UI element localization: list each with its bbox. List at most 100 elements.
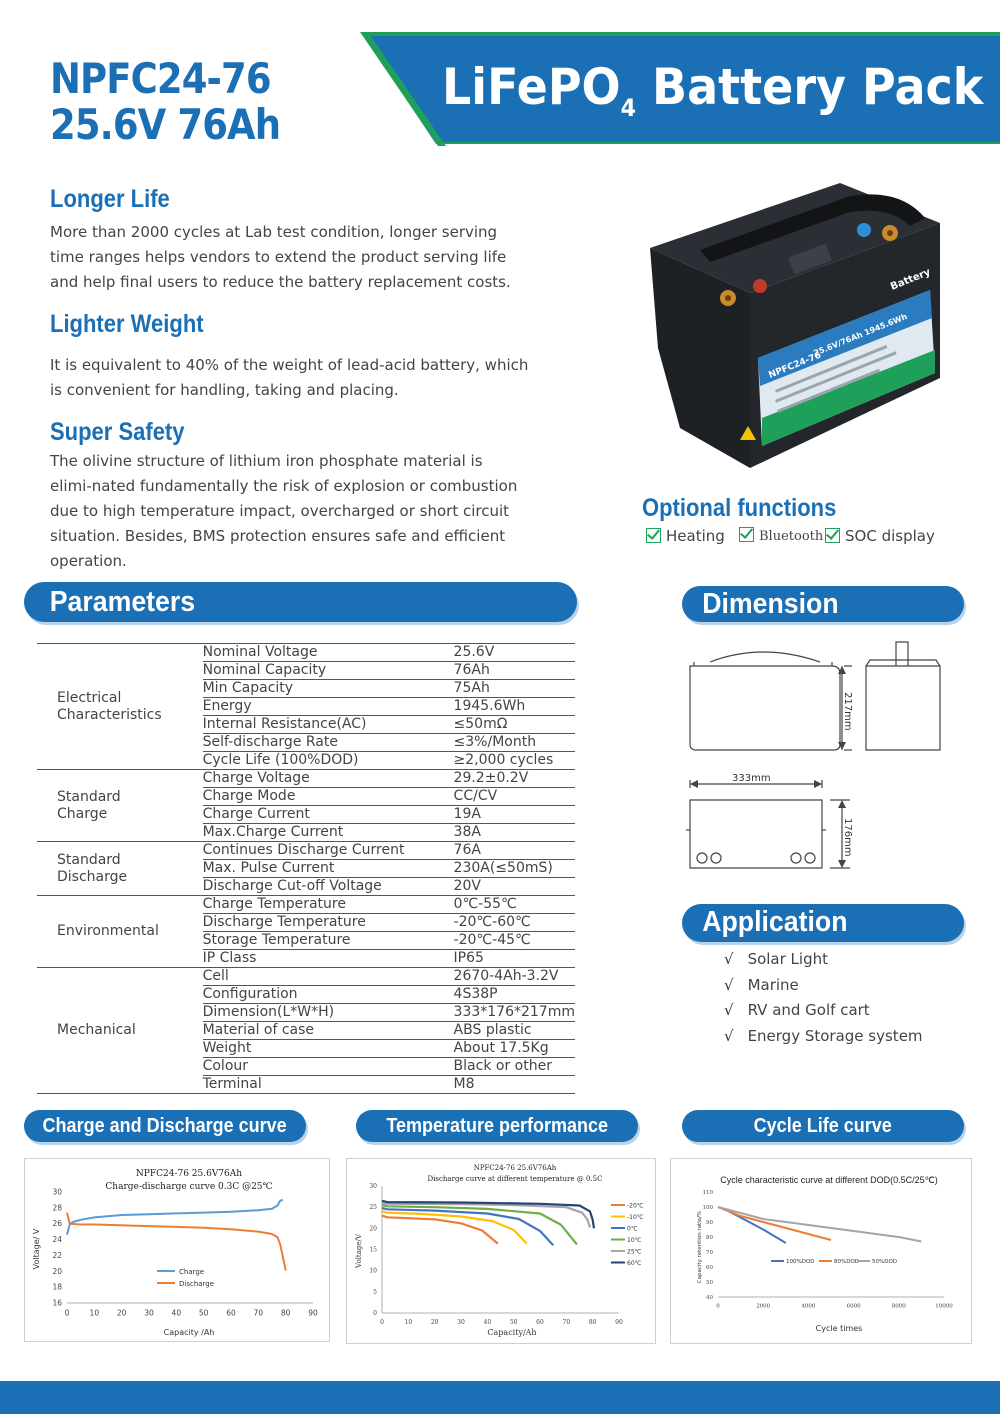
parameter-value: About 17.5Kg [453, 1039, 575, 1058]
parameter-value: 230A(≤50mS) [453, 859, 575, 878]
parameter-row: Cycle Life (100%DOD)≥2,000 cycles [37, 751, 575, 770]
parameter-name: Max. Pulse Current [202, 859, 454, 878]
parameter-value: CC/CV [453, 787, 575, 806]
x-tick-label: 60 [536, 1319, 544, 1326]
series-line-20 [381, 1214, 499, 1245]
optional-label: Bluetooth [759, 529, 824, 544]
application-item: √Energy Storage system [724, 1027, 923, 1053]
parameter-value: 25.6V [453, 643, 575, 662]
y-tick-label: 40 [706, 1295, 713, 1301]
checkbox-checked-icon [825, 528, 840, 543]
chart-box-cycle: Cycle characteristic curve at different … [670, 1158, 972, 1344]
chart-legend: 100%DOD 80%DOD 50%DOD [771, 1259, 897, 1265]
parameter-name: Material of case [202, 1021, 454, 1040]
y-tick-label: 30 [52, 1188, 62, 1197]
y-tick-label: 20 [52, 1267, 62, 1276]
x-tick-label: 6000 [847, 1304, 861, 1310]
parameter-value: 333*176*217mm [453, 1003, 575, 1022]
parameter-name: Charge Temperature [202, 895, 454, 914]
parameter-value: IP65 [453, 949, 575, 968]
parameter-category: Standard Discharge [37, 841, 203, 896]
x-tick-label: 10 [90, 1309, 100, 1318]
parameter-name: Continues Discharge Current [202, 841, 454, 860]
application-item: √Solar Light [724, 950, 923, 976]
y-tick-label: 20 [369, 1225, 377, 1232]
parameter-name: Self-discharge Rate [202, 733, 454, 752]
parameter-name: Cycle Life (100%DOD) [202, 751, 454, 770]
parameter-name: Max.Charge Current [202, 823, 454, 842]
y-tick-label: 28 [52, 1203, 62, 1212]
section-title: Application [702, 906, 848, 938]
x-tick-label: 20 [431, 1319, 439, 1326]
legend-label: 100%DOD [786, 1259, 815, 1265]
y-tick-label: 22 [52, 1251, 62, 1260]
parameter-category: Mechanical [37, 967, 203, 1094]
application-label: RV and Golf cart [747, 1001, 870, 1019]
legend-label: Discharge [179, 1280, 214, 1288]
chart-legend: -20℃-10℃0℃10℃25℃60℃ [611, 1203, 644, 1267]
dimension-drawing: 217mm 333mm 176mm [686, 641, 941, 869]
section-header-dimension: Dimension [682, 586, 964, 622]
parameter-value: -20℃-45℃ [453, 931, 575, 950]
chart-xlabel: Capacity /Ah [164, 1328, 215, 1337]
x-tick-label: 8000 [892, 1304, 906, 1310]
check-mark-icon: √ [724, 1001, 734, 1019]
footer-band [0, 1381, 1000, 1414]
parameter-name: Cell [202, 967, 454, 986]
application-list: √Solar Light √Marine √ RV and Golf cart √… [724, 950, 923, 1052]
x-tick-label: 90 [615, 1319, 623, 1326]
x-tick-label: 0 [380, 1319, 384, 1326]
x-tick-label: 60 [226, 1309, 236, 1318]
application-label: Marine [747, 975, 799, 994]
y-tick-label: 30 [369, 1183, 377, 1190]
y-tick-label: 18 [52, 1283, 62, 1292]
x-tick-label: 90 [308, 1309, 318, 1318]
parameter-name: Min Capacity [202, 679, 454, 698]
parameter-row: Self-discharge Rate≤3%/Month [37, 733, 575, 752]
parameter-value: 75Ah [453, 679, 575, 698]
checkbox-checked-icon [646, 528, 661, 543]
parameter-value: 20V [453, 877, 575, 896]
optional-label: SOC display [845, 527, 935, 545]
x-tick-label: 30 [457, 1319, 465, 1326]
legend-label: 50%DOD [872, 1259, 897, 1265]
title-subscript: 4 [620, 94, 637, 122]
parameter-value: ABS plastic [453, 1021, 575, 1040]
application-item: √Marine [724, 976, 923, 1002]
y-tick-label: 0 [373, 1310, 377, 1317]
y-tick-label: 15 [369, 1247, 377, 1254]
series-line-0 [381, 1206, 555, 1247]
y-tick-label: 90 [706, 1220, 713, 1226]
feature-title-lighter-weight: Lighter Weight [50, 310, 204, 338]
parameter-name: Charge Mode [202, 787, 454, 806]
optional-functions-title: Optional functions [642, 494, 837, 522]
header-white-shape [0, 30, 446, 150]
parameter-value: 2670-4Ah-3.2V [453, 967, 575, 986]
x-tick-label: 40 [172, 1309, 182, 1318]
optional-item-heating: Heating [646, 527, 725, 545]
parameter-name: Colour [202, 1057, 454, 1076]
series-line-80DOD [717, 1206, 832, 1241]
header-title: LiFePO4 Battery Pack [442, 58, 983, 122]
section-title: Dimension [702, 588, 839, 620]
cycle-life-chart: Cycle characteristic curve at different … [697, 1175, 953, 1333]
y-tick-label: 5 [373, 1289, 377, 1296]
temperature-chart: NPFC24-76 25.6V76Ah Discharge curve at d… [355, 1164, 644, 1337]
x-tick-label: 50 [199, 1309, 209, 1318]
x-tick-label: 4000 [801, 1304, 815, 1310]
legend-label: 0℃ [627, 1226, 638, 1233]
y-tick-label: 100 [703, 1205, 714, 1211]
x-tick-label: 0 [65, 1309, 70, 1318]
dimension-height-label: 217mm [842, 692, 853, 731]
parameter-name: Discharge Temperature [202, 913, 454, 932]
chart-ylabel: Voltage/V [355, 1233, 363, 1269]
parameter-value: 19A [453, 805, 575, 824]
